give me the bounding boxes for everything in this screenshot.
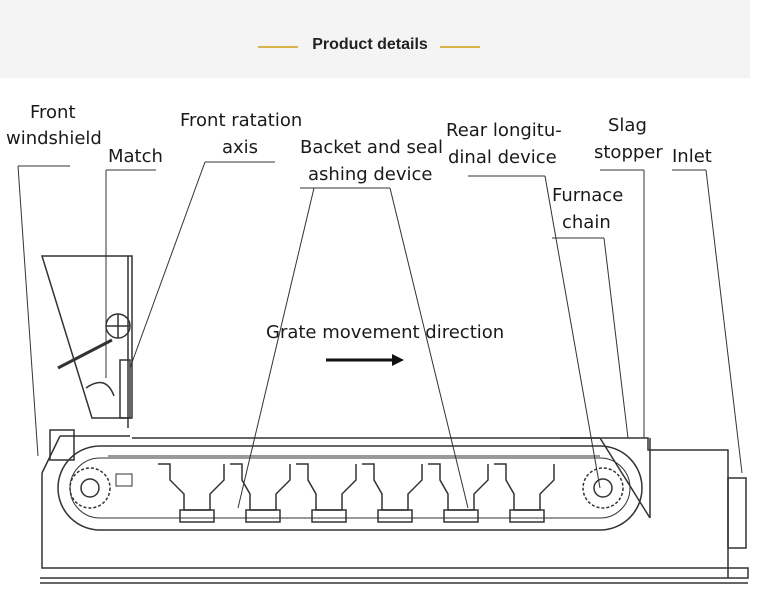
diagram-drawing	[17, 161, 749, 584]
label-rear-longitudinal-line2: dinal device	[448, 147, 557, 168]
label-front-windshield-line1: Front	[30, 102, 76, 123]
label-backet-line2: ashing device	[308, 164, 433, 185]
ash-hoppers	[158, 463, 555, 523]
header-left-rule	[258, 46, 298, 48]
label-furnace-line2: chain	[562, 212, 611, 233]
label-rear-longitudinal-line1: Rear longitu-	[446, 120, 562, 141]
label-furnace-line1: Furnace	[552, 185, 624, 206]
front-hopper	[40, 255, 133, 461]
header-band: Product details	[0, 0, 750, 78]
label-slag-line2: stopper	[594, 142, 663, 163]
front-sprocket	[69, 467, 111, 509]
label-grate-direction: Grate movement direction	[266, 322, 505, 343]
furnace-frame	[40, 435, 749, 584]
label-front-rotation-line2: axis	[222, 137, 259, 158]
page-title: Product details	[312, 36, 428, 53]
rear-sprocket	[582, 467, 624, 509]
label-match: Match	[108, 146, 163, 167]
direction-arrow	[326, 354, 404, 366]
chain-grate-diagram: Front windshield Match Front ratation ax…	[0, 78, 764, 611]
label-backet-line1: Backet and seal	[300, 137, 443, 158]
label-slag-line1: Slag	[608, 115, 647, 136]
header-right-rule	[440, 46, 480, 48]
furnace-chain-loop	[57, 445, 643, 531]
label-front-windshield-line2: windshield	[6, 128, 102, 149]
label-inlet: Inlet	[672, 146, 712, 167]
label-front-rotation-line1: Front ratation	[180, 110, 303, 131]
